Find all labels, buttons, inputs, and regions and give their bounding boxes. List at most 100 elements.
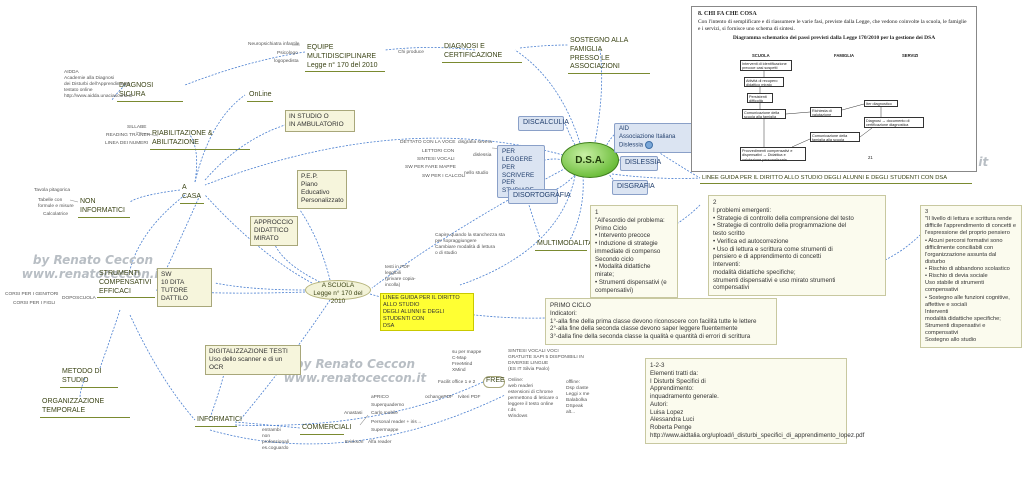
- commerciali-node[interactable]: COMMERCIALI: [300, 424, 351, 435]
- studio-ambulatorio-node[interactable]: IN STUDIO O IN AMBULATORIO: [285, 110, 355, 133]
- dsa-central-label: D.S.A.: [575, 154, 605, 166]
- link-acasa-riabilitazione: [189, 134, 198, 183]
- online-node[interactable]: OnLine: [247, 91, 273, 102]
- label-anastasi: Anastasi: [344, 411, 363, 416]
- multimodalita-node[interactable]: MULTIMODALITA': [535, 240, 594, 251]
- a-scuola-node[interactable]: A SCUOLA Legge n° 170 del 2010: [305, 280, 371, 305]
- label-chi-produce: Chi produce: [398, 50, 424, 55]
- link-aid-lineeguida: [639, 139, 701, 179]
- link-leggere-multimodalita: [519, 174, 541, 239]
- link-center-aid: [604, 131, 619, 149]
- label-tavola-pitagorica: Tavola pitagorica: [34, 188, 70, 193]
- label-sw-calcoli: SW PER I CALCOLI: [422, 174, 466, 179]
- disgrafia-node[interactable]: DISGRAFIA: [612, 180, 655, 195]
- link-strumenti-metodo: [99, 309, 121, 369]
- label-entrambi: entrambi non professionali es.coguardo: [262, 428, 289, 451]
- link-metodo-organizzazione: [79, 377, 86, 399]
- doc-box-richiesta: Richiesta di valutazione: [810, 107, 842, 117]
- doc-paragraph: Con l'intento di semplificare e di riass…: [698, 19, 967, 32]
- label-reading-trainer: READING TRAINER: [106, 133, 151, 138]
- link-scuola-sw: [214, 282, 306, 291]
- link-scuola-pep: [299, 209, 331, 281]
- a-casa-node[interactable]: A CASA: [180, 184, 204, 204]
- watermark-left: by Renato Ceccon www.renatoceccon.it: [21, 253, 165, 281]
- doc-col-scuola: SCUOLA: [752, 53, 770, 58]
- link-acasa-online: [194, 94, 246, 183]
- link-diagnosi-equipe: [384, 47, 476, 51]
- link-scuola-approccio: [274, 244, 321, 283]
- discalculia-node[interactable]: DISCALCULIA: [518, 116, 569, 131]
- label-psicologo: Psicologo: [277, 51, 298, 56]
- aid-label: AID Associazione Italiana Dislessia: [619, 126, 676, 149]
- label-ochangepdf: ochangePDF: [425, 395, 453, 400]
- label-tabelle: Tabelle con formule e misure: [38, 198, 74, 209]
- link-center-multimodalita: [569, 175, 584, 241]
- link-center-note1: [459, 175, 576, 286]
- disortografia-node[interactable]: DISORTOGRAFIA: [508, 189, 571, 204]
- digitalizzazione-testi-node[interactable]: DIGITALIZZAZIONE TESTI Uso dello scanner…: [205, 345, 301, 376]
- doc-col-servizi: SERVIZI: [902, 53, 919, 58]
- link-equipe-diagnosisicura: [184, 51, 306, 86]
- note-livello-lettura: 3 "Il livello di lettura e scrittura ren…: [920, 205, 1022, 349]
- dsa-central-node[interactable]: D.S.A.: [561, 142, 619, 178]
- note-primo-ciclo-esordio: 1 "All'esordio del problema: Primo Ciclo…: [590, 205, 678, 299]
- non-informatici-node[interactable]: NON INFORMATICI: [78, 198, 130, 218]
- label-offline: offline: Dsp claste Leggi x me Balabolka…: [566, 380, 590, 415]
- link-center-sostegno: [594, 49, 603, 143]
- pep-node[interactable]: P.E.P. Piano Educativo Personalizzato: [297, 170, 347, 209]
- label-su-per-mappe: su per mappe C-Map FreeMind XMind: [452, 350, 482, 373]
- informatici-node[interactable]: INFORMATICI: [195, 416, 242, 427]
- organizzazione-temporale-node[interactable]: ORGANIZZAZIONE TEMPORALE: [40, 398, 130, 418]
- free-node[interactable]: FREE: [483, 376, 505, 388]
- label-sintesi-vocali-gratuite: SINTESI VOCALI VOCI GRATUITE SAPI 5 DISP…: [508, 349, 584, 372]
- label-iviteri-pdf: Iviteri PDF: [458, 395, 481, 400]
- doc-box-comunicazione-famiglia: Comunicazione della famiglia alla scuola: [810, 132, 860, 142]
- label-linea-numeri: LINEA DEI NUMERI: [105, 141, 149, 146]
- doc-box-comunicazione-scuola: Comunicazione della scuola alla famiglia: [742, 109, 786, 119]
- doc-col-famiglia: FAMIGLIA: [834, 53, 855, 58]
- label-calcolatrice: Calcolatrice: [43, 212, 69, 217]
- diagnosi-sicura-node[interactable]: DIAGNOSI SICURA: [117, 82, 183, 102]
- link-note2-note3: [884, 234, 921, 261]
- riabilitazione-node[interactable]: RIABILITAZIONE & ABILITAZIONE: [150, 130, 250, 150]
- link-acasa-studio: [204, 124, 286, 181]
- strumenti-compensativi-node[interactable]: STRUMENTI COMPENSATIVI EFFICACI: [97, 270, 155, 299]
- note-problemi-emergenti: 2 I problemi emergenti: • Strategie di c…: [708, 195, 886, 296]
- label-doposcuola: DOPOSCUOLA: [62, 296, 96, 301]
- doc-box-recupero: Attività di recupero didattico mirato: [744, 77, 784, 87]
- label-logopedista: logopedista: [274, 59, 299, 64]
- link-informatici-digitalizzazione: [209, 369, 226, 419]
- link-center-disortografia: [547, 174, 576, 193]
- label-erickson: Erickson: [345, 440, 364, 445]
- link-diagnosi-sostegno: [519, 44, 569, 49]
- label-nello-studio: nello studio: [464, 171, 489, 176]
- doc-box-provvedimenti: Provvedimenti compensativi e dispensativ…: [740, 147, 806, 162]
- link-acasa-noninformatici: [129, 189, 181, 203]
- doc-heading: 8. CHI FA CHE COSA: [698, 11, 757, 17]
- label-corsi-genitori: CORSI PER I GENITORI: [5, 292, 59, 297]
- linee-guida-node[interactable]: LINEE GUIDA PER IL DIRITTO ALLO STUDIO D…: [700, 175, 972, 185]
- doc-box-persistenti: Persistenti difficoltà: [747, 93, 773, 103]
- label-online-web: Online: web readeri estensioni di Chrome…: [508, 378, 559, 419]
- label-carlo-mobile: Carlo mobile: [371, 411, 398, 416]
- sw-10-dita-node[interactable]: SW 10 DITA TUTORE DATTILO: [157, 268, 212, 307]
- sostegno-famiglia-node[interactable]: SOSTEGNO ALLA FAMIGLIA PRESSO LE ASSOCIA…: [568, 37, 650, 74]
- metodo-studio-node[interactable]: METODO DI STUDIO: [60, 368, 118, 388]
- label-neuropsichiatra: Neuropsichiatra infantile: [248, 42, 300, 47]
- approccio-didattico-node[interactable]: APPROCCIO DIDATTICO MIRATO: [250, 216, 298, 247]
- label-sillabe: SILLABE: [127, 125, 147, 130]
- linee-guida-highlight[interactable]: LINEE GUIDA PER IL DIRITTO ALLO STUDIO D…: [380, 293, 474, 332]
- embedded-document: 8. CHI FA CHE COSA Con l'intento di semp…: [691, 6, 977, 172]
- label-disgrafia-severa: disgrafia severa: [458, 140, 492, 145]
- link-informatici-free: [234, 381, 484, 426]
- label-personal-reader: Personal reader + iris→: [371, 420, 422, 425]
- equipe-multidisciplinare-node[interactable]: EQUIPE MULTIDISCIPLINARE Legge n° 170 de…: [305, 44, 385, 73]
- doc-diagram-arrows: [759, 71, 882, 148]
- label-capire-stanchezza: Capire quando la stanchezza sta per sopr…: [435, 233, 505, 256]
- link-informatici-bottom: [209, 394, 506, 445]
- diagnosi-certificazione-node[interactable]: DIAGNOSI E CERTIFICAZIONE: [442, 43, 522, 63]
- note-riferimenti: 1-2-3 Elementi tratti da: I Disturbi Spe…: [645, 358, 864, 444]
- dislessia-node[interactable]: DISLESSIA: [620, 156, 661, 171]
- aid-node[interactable]: AID Associazione Italiana Dislessia: [614, 123, 696, 154]
- label-sw-mappe: SW PER FARE MAPPE: [405, 165, 456, 170]
